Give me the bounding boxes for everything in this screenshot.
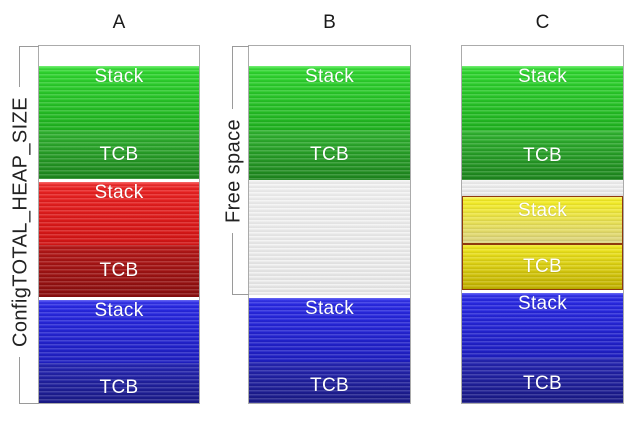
segment-label: Stack	[517, 200, 568, 221]
free-space-bracket-bottom-tick	[232, 294, 249, 295]
segment-label: TCB	[310, 374, 349, 396]
green-task-tcb-block: TCB	[249, 130, 410, 180]
heap-bracket-top-tick	[19, 46, 39, 47]
unused-top-space	[39, 46, 199, 63]
free-space-label: Free space	[222, 108, 246, 234]
free-space-region	[249, 180, 410, 295]
green-task-stack-block: Stack	[462, 66, 623, 131]
segment-label: Stack	[94, 182, 144, 203]
yellow-task-tcb-block: TCB	[462, 244, 623, 290]
heap-size-label: ConfigTOTAL_HEAP_SIZE	[9, 87, 33, 357]
green-task-stack-block: Stack	[39, 66, 199, 130]
green-task-stack-block: Stack	[249, 66, 410, 130]
segment-label: Stack	[94, 66, 144, 87]
blue-task-stack-block: Stack	[249, 298, 410, 362]
free-space-region	[462, 180, 623, 196]
yellow-task-stack-block: Stack	[462, 196, 623, 244]
unused-top-space	[462, 46, 623, 63]
blue-task-tcb-block: TCB	[249, 362, 410, 403]
blue-task-stack-block: Stack	[39, 300, 199, 363]
green-task-tcb-block: TCB	[462, 131, 623, 180]
blue-task-stack-block: Stack	[462, 293, 623, 358]
segment-label: Stack	[517, 293, 568, 314]
red-task-stack-block: Stack	[39, 182, 199, 245]
free-space-bracket-top-tick	[232, 46, 249, 47]
segment-label: TCB	[99, 376, 139, 398]
segment-label: TCB	[523, 144, 562, 166]
segment-label: TCB	[523, 372, 562, 394]
segment-label: Stack	[304, 298, 355, 319]
segment-label: TCB	[99, 260, 139, 281]
blue-task-tcb-block: TCB	[462, 358, 623, 403]
segment-label: Stack	[94, 300, 144, 321]
unused-top-space	[249, 46, 410, 63]
column-header-a: A	[112, 12, 126, 33]
segment-label: Stack	[304, 66, 355, 87]
segment-label: TCB	[523, 256, 562, 277]
column-header-b: B	[323, 12, 336, 33]
segment-label: Stack	[517, 66, 568, 87]
segment-label: TCB	[310, 144, 349, 165]
red-task-tcb-block: TCB	[39, 245, 199, 297]
column-header-c: C	[535, 12, 550, 33]
green-task-tcb-block: TCB	[39, 130, 199, 179]
segment-label: TCB	[99, 143, 139, 165]
heap-bracket-bottom-tick	[19, 403, 39, 404]
blue-task-tcb-block: TCB	[39, 363, 199, 403]
